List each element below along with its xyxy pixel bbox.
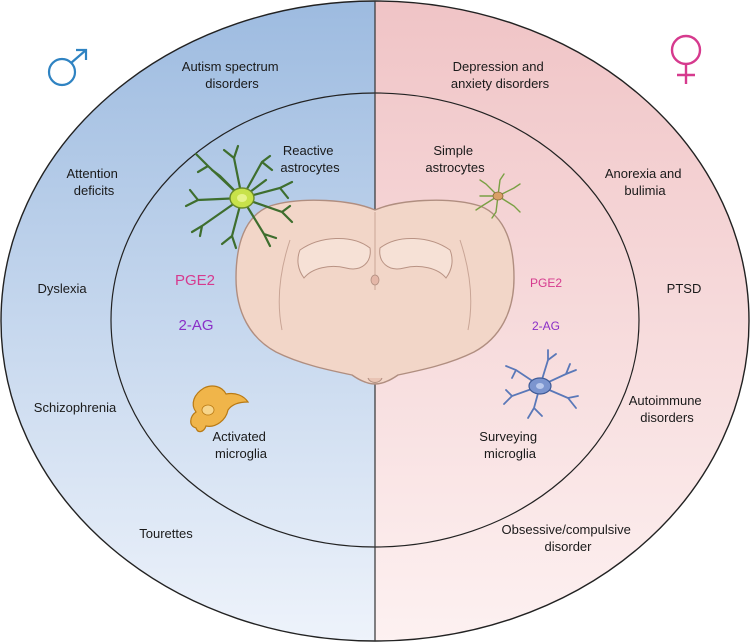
- schizophrenia-label: Schizophrenia: [34, 400, 117, 415]
- anorexia-bulimia-label: Anorexia and bulimia: [605, 166, 685, 198]
- autoimmune-label: Autoimmune disorders: [629, 393, 706, 425]
- male-pge2-label: PGE2: [175, 272, 215, 289]
- simple-astrocyte-icon: [475, 173, 521, 219]
- female-pge2-label: PGE2: [530, 276, 562, 290]
- activated-microglia-label: Activated microglia: [212, 429, 269, 461]
- ocd-label: Obsessive/compulsive disorder: [502, 522, 635, 554]
- tourettes-label: Tourettes: [139, 526, 193, 541]
- male-2ag-label: 2-AG: [178, 317, 213, 334]
- surveying-microglia-icon: [503, 349, 579, 419]
- reactive-astrocytes-label: Reactive astrocytes: [280, 143, 340, 175]
- female-2ag-label: 2-AG: [532, 319, 560, 333]
- ptsd-label: PTSD: [667, 281, 702, 296]
- surveying-microglia-label: Surveying microglia: [479, 429, 540, 461]
- depression-anxiety-label: Depression and anxiety disorders: [451, 59, 550, 91]
- reactive-astrocyte-icon: [184, 144, 294, 250]
- female-symbol-icon: [670, 34, 702, 84]
- dyslexia-label: Dyslexia: [37, 281, 87, 296]
- activated-microglia-icon: [190, 385, 250, 433]
- male-symbol-icon: [47, 48, 88, 87]
- simple-astrocytes-label: Simple astrocytes: [425, 143, 485, 175]
- brain-section-icon: [235, 199, 515, 385]
- autism-label: Autism spectrum disorders: [182, 59, 282, 91]
- attention-deficits-label: Attention deficits: [67, 166, 122, 198]
